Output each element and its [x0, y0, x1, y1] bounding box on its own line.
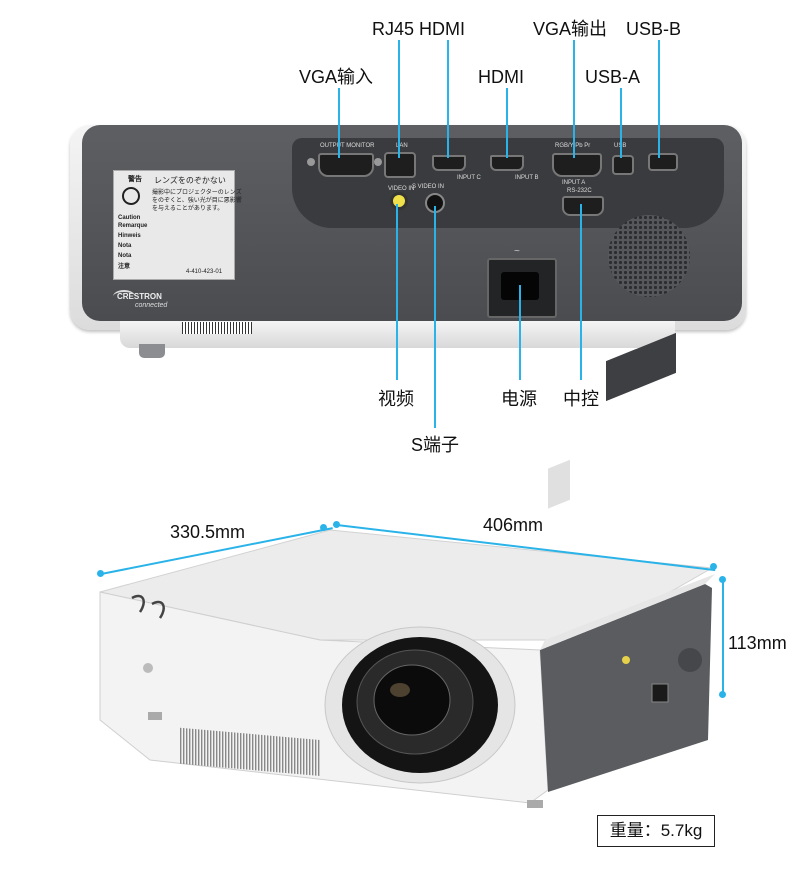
- video-in-label: VIDEO IN: [388, 186, 415, 192]
- side-power-socket: [651, 683, 669, 703]
- front-vent: [180, 727, 320, 776]
- hdmi-port-c: [432, 155, 466, 171]
- callout-usb-b-v: [658, 40, 660, 158]
- usb-b-port: [648, 153, 678, 171]
- callout-control-v: [580, 204, 582, 380]
- label-control: 中控: [563, 389, 599, 409]
- caution-label: Caution: [118, 215, 141, 221]
- crestron-name: CRESTRON: [117, 292, 162, 301]
- lens-highlight: [390, 683, 410, 697]
- dim-width-end-left: [333, 521, 340, 528]
- weight-box: 重量：5.7kg: [597, 815, 715, 847]
- foot-left: [148, 712, 162, 720]
- dim-width-end-right: [710, 563, 717, 570]
- label-usb-b: USB-B: [626, 19, 682, 39]
- vga-out-port: [552, 153, 602, 177]
- no-entry-icon: [122, 187, 140, 205]
- output-monitor-label: OUTPUT MONITOR: [320, 143, 375, 149]
- dim-depth-end-right: [320, 524, 327, 531]
- part-number: 4-410-423-01: [186, 269, 223, 275]
- hinweis-label: Hinweis: [118, 233, 141, 239]
- rj45-port: [384, 152, 416, 178]
- crestron-connected: connected: [135, 302, 168, 309]
- rs232c-label: RS-232C: [567, 188, 592, 194]
- front-groove-1: [131, 594, 145, 613]
- label-video: 视频: [378, 389, 414, 409]
- label-svideo: S端子: [411, 435, 460, 455]
- power-socket: [487, 258, 557, 318]
- callout-vga-out-v: [573, 40, 575, 158]
- warning-jp: レンズをのぞかない: [154, 176, 226, 185]
- label-usb-a: USB-A: [585, 67, 641, 87]
- input-c-label: INPUT C: [457, 175, 481, 181]
- s-video-in-label: S VIDEO IN: [412, 184, 445, 190]
- callout-hdmi-c-v: [447, 40, 449, 158]
- dim-width-label: 406mm: [483, 515, 544, 535]
- label-rj45-hdmi: RJ45 HDMI: [372, 19, 466, 39]
- nota-label: Nota: [118, 243, 132, 249]
- warning-body-3: を与えることがあります。: [152, 206, 224, 212]
- projector-side-face: [540, 584, 712, 792]
- projector-side-top-trim: [540, 574, 715, 650]
- warning-title: 警告: [128, 176, 142, 183]
- front-groove-2: [151, 600, 165, 619]
- input-a-label: INPUT A: [562, 180, 586, 186]
- callout-usb-a-v: [620, 88, 622, 158]
- label-power: 电源: [501, 389, 537, 409]
- dim-depth-label: 330.5mm: [170, 522, 246, 542]
- vga-in-screw-right: [374, 158, 382, 166]
- side-port-strip: [606, 332, 676, 402]
- lens-glass: [373, 664, 451, 736]
- callout-video-v: [396, 204, 398, 380]
- ac-symbol: ~: [514, 246, 520, 257]
- callout-hdmi-b-v: [506, 88, 508, 158]
- warning-body-1: 撮影中にプロジェクターのレンズ: [152, 190, 242, 196]
- dim-height-end-bottom: [719, 691, 726, 698]
- dim-depth-end-left: [97, 570, 104, 577]
- side-label-sticker: [548, 459, 570, 509]
- callout-svideo-v: [434, 206, 436, 428]
- crestron-swoosh-icon: [113, 290, 135, 303]
- remarque-label: Remarque: [118, 223, 148, 229]
- label-hdmi: HDMI: [478, 67, 524, 87]
- warning-body-2: をのぞくと、強い光が目に悪影響: [152, 198, 242, 204]
- crestron-logo: CRESTRON connected: [113, 290, 183, 312]
- warning-sticker: 警告 レンズをのぞかない 撮影中にプロジェクターのレンズ をのぞくと、強い光が目…: [113, 170, 242, 280]
- side-video-jack: [622, 656, 630, 664]
- zhuyi-label: 注意: [118, 264, 131, 270]
- lan-label: LAN: [396, 143, 408, 149]
- vga-in-port: [318, 153, 374, 177]
- ir-sensor-icon: [143, 663, 153, 673]
- label-vga-out: VGA输出: [533, 19, 608, 39]
- input-b-label: INPUT B: [515, 175, 539, 181]
- dim-line-height: [722, 580, 724, 695]
- callout-vga-in-h: [338, 88, 340, 158]
- callout-power-v: [519, 285, 521, 380]
- dim-height-end-top: [719, 576, 726, 583]
- serial-sticker: [182, 322, 252, 334]
- foot-right: [527, 800, 543, 808]
- speaker-grille: [608, 215, 690, 297]
- vga-in-screw-left: [307, 158, 315, 166]
- callout-rj45-v: [398, 40, 400, 158]
- adjust-foot: [139, 344, 165, 358]
- video-rca-jack: [390, 192, 408, 210]
- rs232c-port: [562, 196, 604, 216]
- nota-label-2: Nota: [118, 253, 132, 259]
- side-speaker: [678, 648, 702, 672]
- dim-height-label: 113mm: [728, 633, 787, 653]
- label-vga-in: VGA输入: [299, 67, 374, 87]
- usb-a-port: [612, 155, 634, 175]
- rgb-in-label: RGB/Y Pb Pr: [555, 143, 591, 149]
